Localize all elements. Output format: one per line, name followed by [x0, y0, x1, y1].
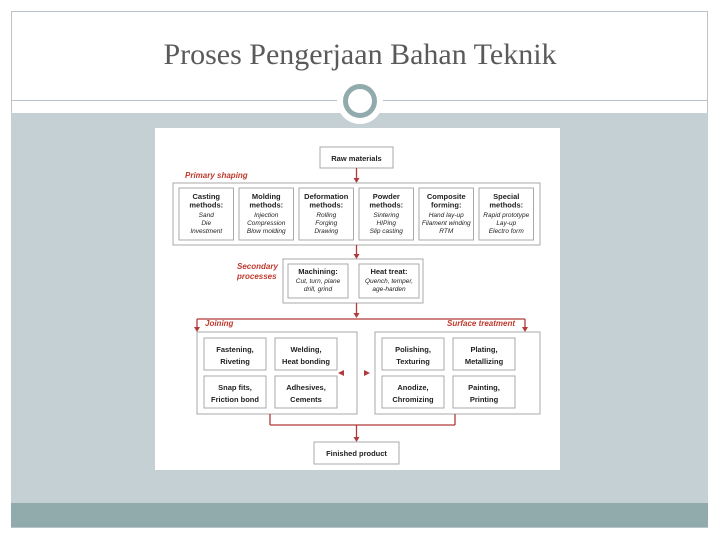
primary-method-title: methods: — [309, 201, 343, 210]
joining-box-label: Cements — [290, 395, 322, 404]
secondary-label-line-2: processes — [236, 272, 277, 281]
primary-method-title: Composite — [427, 192, 466, 201]
finished-product-box — [313, 441, 400, 465]
secondary-process-title: Machining: — [298, 267, 338, 276]
primary-method-item: Investment — [190, 228, 223, 235]
secondary-process-item: age-harden — [372, 286, 406, 293]
arrowhead — [522, 327, 528, 332]
primary-method-item: Rapid prototype — [483, 212, 529, 219]
primary-method-box — [178, 187, 234, 241]
joining-label: Joining — [205, 319, 234, 328]
primary-method-item: Compression — [247, 220, 286, 227]
primary-method-item: Filament winding — [422, 220, 471, 227]
primary-shaping-row: Castingmethods:SandDieInvestmentMoldingm… — [178, 187, 534, 241]
primary-method-item: Injection — [254, 212, 279, 219]
primary-method-title: forming: — [431, 201, 461, 210]
process-diagram-svg: Raw materials Primary shaping Castingmet… — [172, 146, 541, 465]
surface-treatment-grid: Polishing, Texturing Plating, MetallizingAn… — [381, 337, 516, 409]
primary-method-title: methods: — [189, 201, 223, 210]
joining-box — [274, 337, 338, 371]
primary-method-item: Sand — [199, 212, 215, 219]
primary-method-box — [358, 187, 414, 241]
primary-method-title: Casting — [192, 192, 220, 201]
surface-box — [452, 375, 516, 409]
primary-method-box — [238, 187, 294, 241]
primary-method-box — [418, 187, 474, 241]
decorative-circle-icon — [337, 78, 383, 124]
arrowhead — [353, 437, 360, 442]
primary-method-title: Powder — [373, 192, 400, 201]
primary-method-title: Molding — [252, 192, 281, 201]
primary-shaping-label: Primary shaping — [185, 171, 248, 180]
secondary-processes-group — [282, 258, 424, 304]
surface-box-label: Metallizing — [465, 357, 504, 366]
primary-method-item: Drawing — [314, 228, 338, 235]
joining-box-label: Riveting — [220, 357, 250, 366]
primary-method-item: Electro form — [489, 228, 525, 235]
joining-group — [196, 331, 358, 415]
surface-box-label: Anodize, — [397, 383, 428, 392]
primary-method-box — [298, 187, 354, 241]
primary-method-box — [478, 187, 534, 241]
primary-method-title: methods: — [249, 201, 283, 210]
secondary-label-line-1: Secondary — [237, 262, 278, 271]
joining-box-label: Adhesives, — [286, 383, 326, 392]
primary-method-item: Hand lay-up — [429, 212, 464, 219]
surface-box-label: Chromizing — [392, 395, 434, 404]
primary-method-item: Die — [201, 220, 211, 227]
joining-box-label: Snap fits, — [218, 383, 252, 392]
raw-materials-label: Raw materials — [331, 154, 381, 163]
surface-box-label: Printing — [470, 395, 499, 404]
joining-box — [203, 337, 267, 371]
primary-method-title: methods: — [369, 201, 403, 210]
primary-method-title: methods: — [489, 201, 523, 210]
primary-method-item: RTM — [439, 228, 454, 235]
joining-grid: Fastening, Riveting Welding, Heat bondingSn… — [203, 337, 338, 409]
primary-method-item: Sintering — [373, 212, 399, 219]
surface-box — [381, 337, 445, 371]
surface-treatment-label: Surface treatment — [447, 319, 515, 328]
surface-box-label: Texturing — [396, 357, 430, 366]
surface-box — [452, 337, 516, 371]
primary-method-item: Forging — [315, 220, 337, 227]
secondary-process-item: drill, grind — [304, 286, 333, 293]
primary-method-item: Lay-up — [496, 220, 516, 227]
joining-box-label: Heat bonding — [282, 357, 330, 366]
finished-product-label: Finished product — [326, 449, 387, 458]
bidirectional-arrow-right — [364, 370, 370, 376]
surface-treatment-group — [374, 331, 541, 415]
arrowhead — [353, 254, 360, 259]
arrowhead — [194, 327, 200, 332]
surface-box — [381, 375, 445, 409]
secondary-process-item: Quench, temper, — [365, 278, 413, 285]
secondary-process-item: Cut, turn, plane — [296, 278, 341, 285]
primary-method-title: Special — [493, 192, 519, 201]
surface-box-label: Painting, — [468, 383, 500, 392]
primary-method-title: Deformation — [304, 192, 349, 201]
secondary-process-box — [287, 263, 349, 299]
joining-box-label: Friction bond — [211, 395, 259, 404]
primary-method-item: Blow molding — [247, 228, 286, 235]
arrowhead — [353, 313, 360, 318]
arrowhead — [353, 178, 360, 183]
primary-method-item: HIPing — [376, 220, 396, 227]
primary-method-item: Rolling — [316, 212, 336, 219]
surface-box-label: Polishing, — [395, 345, 431, 354]
surface-box-label: Plating, — [470, 345, 497, 354]
footer-band — [11, 503, 708, 527]
primary-method-item: Slip casting — [370, 228, 404, 235]
joining-box-label: Welding, — [290, 345, 321, 354]
joining-box — [274, 375, 338, 409]
bidirectional-arrow-left — [338, 370, 344, 376]
joining-box — [203, 375, 267, 409]
secondary-process-title: Heat treat: — [370, 267, 407, 276]
secondary-process-box — [358, 263, 420, 299]
joining-box-label: Fastening, — [216, 345, 254, 354]
slide-title: Proses Pengerjaan Bahan Teknik — [163, 38, 557, 71]
